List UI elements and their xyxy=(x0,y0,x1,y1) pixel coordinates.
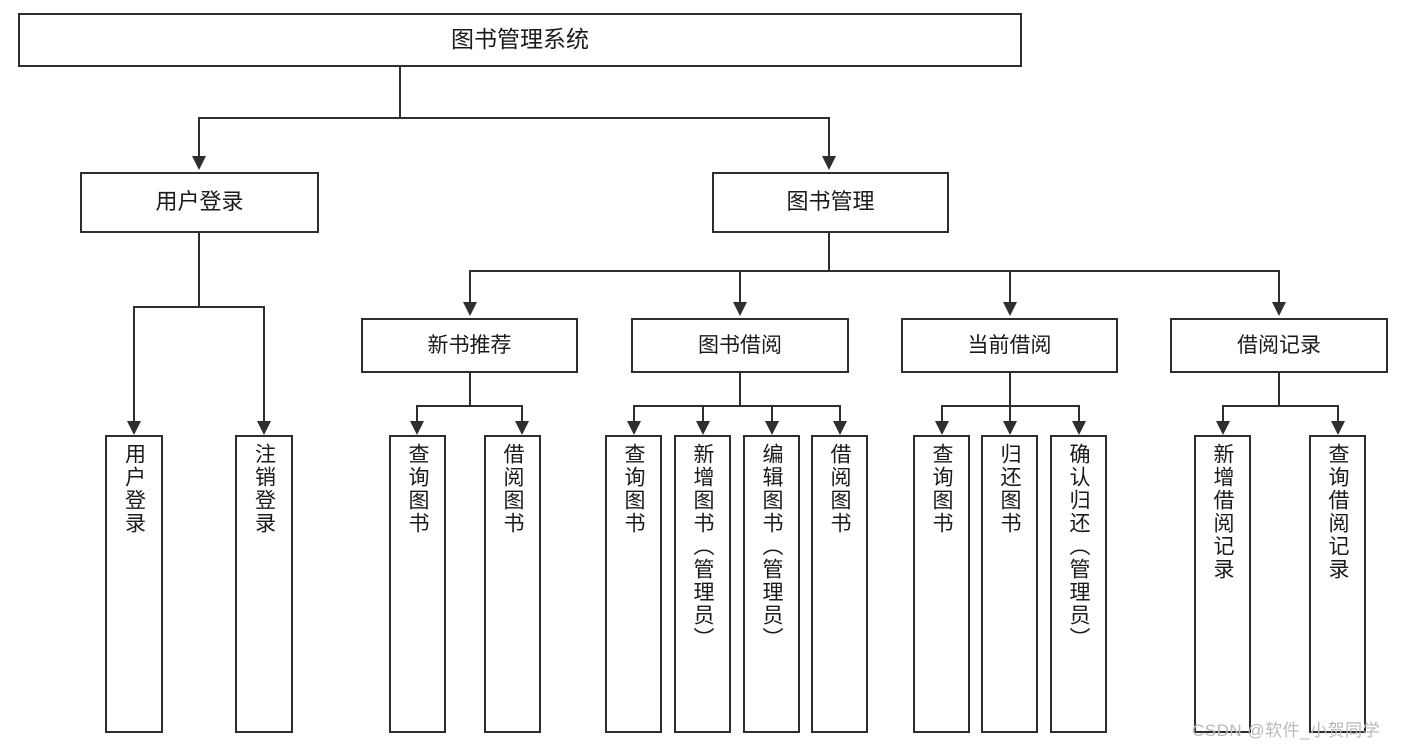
node-user-login[interactable]: 用户登录 xyxy=(80,172,319,233)
node-label: 查询图书 xyxy=(406,443,429,535)
connector-drop-br-leaf-2 xyxy=(1337,405,1339,421)
connector-drop-bb-leaf-3 xyxy=(771,405,773,421)
leaf-borrow-book[interactable]: 借阅图书 xyxy=(811,435,868,733)
leaf-return-book[interactable]: 归还图书 xyxy=(981,435,1038,733)
node-label: 归还图书 xyxy=(998,443,1021,535)
node-label: 新增图书（管理员） xyxy=(691,443,714,650)
leaf-confirm-return-admin[interactable]: 确认归还（管理员） xyxy=(1050,435,1107,733)
connector-drop-book-management xyxy=(828,117,830,156)
arrowhead-nb-leaf-1 xyxy=(410,421,424,435)
arrowhead-user-login-leaf-2 xyxy=(257,421,271,435)
connector-book-management-stem xyxy=(828,233,830,271)
connector-level2-bus xyxy=(198,117,830,119)
arrowhead-user-login xyxy=(192,156,206,170)
leaf-edit-book-admin[interactable]: 编辑图书（管理员） xyxy=(743,435,800,733)
csdn-watermark: CSDN @软件_小贺同学 xyxy=(1192,721,1381,740)
leaf-query-borrow-record[interactable]: 查询借阅记录 xyxy=(1309,435,1366,733)
leaf-add-borrow-record[interactable]: 新增借阅记录 xyxy=(1194,435,1251,733)
connector-new-book-bus xyxy=(416,405,523,407)
node-book-management[interactable]: 图书管理 xyxy=(712,172,949,233)
arrowhead-new-book xyxy=(463,302,477,316)
node-label: 用户登录 xyxy=(122,443,146,535)
connector-drop-new-book xyxy=(469,270,471,302)
node-label: 查询图书 xyxy=(930,443,953,535)
arrowhead-current-borrow xyxy=(1003,302,1017,316)
arrowhead-bb-leaf-1 xyxy=(627,421,641,435)
connector-drop-user-login-leaf-1 xyxy=(133,306,135,421)
node-label: 用户登录 xyxy=(155,189,244,215)
connector-drop-user-login xyxy=(198,117,200,156)
leaf-query-book-borrow[interactable]: 查询图书 xyxy=(605,435,662,733)
leaf-query-book-recommend[interactable]: 查询图书 xyxy=(389,435,446,733)
connector-drop-bb-leaf-4 xyxy=(839,405,841,421)
node-label: 注销登录 xyxy=(252,443,276,535)
connector-borrow-record-bus xyxy=(1222,405,1339,407)
leaf-add-book-admin[interactable]: 新增图书（管理员） xyxy=(674,435,731,733)
connector-drop-br-leaf-1 xyxy=(1222,405,1224,421)
leaf-query-book-current[interactable]: 查询图书 xyxy=(913,435,970,733)
arrowhead-cb-leaf-1 xyxy=(935,421,949,435)
node-label: 查询图书 xyxy=(622,443,645,535)
node-label: 查询借阅记录 xyxy=(1326,443,1349,581)
node-book-management-system[interactable]: 图书管理系统 xyxy=(18,13,1022,67)
connector-user-login-bus xyxy=(133,306,265,308)
node-label: 图书管理 xyxy=(786,189,875,215)
connector-drop-cb-leaf-3 xyxy=(1078,405,1080,421)
node-label: 新增借阅记录 xyxy=(1211,443,1234,581)
connector-drop-nb-leaf-1 xyxy=(416,405,418,421)
connector-book-borrow-bus xyxy=(633,405,840,407)
node-label: 借阅图书 xyxy=(501,443,524,535)
node-book-borrow[interactable]: 图书借阅 xyxy=(631,318,849,373)
leaf-user-logout[interactable]: 注销登录 xyxy=(235,435,293,733)
node-current-borrow[interactable]: 当前借阅 xyxy=(901,318,1118,373)
connector-drop-nb-leaf-2 xyxy=(521,405,523,421)
arrowhead-bb-leaf-4 xyxy=(833,421,847,435)
leaf-user-login[interactable]: 用户登录 xyxy=(105,435,163,733)
connector-user-login-stem xyxy=(198,233,200,307)
arrowhead-br-leaf-2 xyxy=(1331,421,1345,435)
arrowhead-bb-leaf-2 xyxy=(696,421,710,435)
node-label: 编辑图书（管理员） xyxy=(760,443,783,650)
node-label: 新书推荐 xyxy=(427,333,512,357)
connector-drop-bb-leaf-1 xyxy=(633,405,635,421)
connector-drop-cb-leaf-2 xyxy=(1009,405,1011,421)
connector-drop-user-login-leaf-2 xyxy=(263,306,265,421)
arrowhead-bb-leaf-3 xyxy=(765,421,779,435)
connector-drop-cb-leaf-1 xyxy=(941,405,943,421)
arrowhead-book-borrow xyxy=(733,302,747,316)
leaf-borrow-book-recommend[interactable]: 借阅图书 xyxy=(484,435,541,733)
arrowhead-book-management xyxy=(822,156,836,170)
node-label: 图书管理系统 xyxy=(451,26,589,53)
arrowhead-br-leaf-1 xyxy=(1216,421,1230,435)
connector-drop-borrow-record xyxy=(1278,270,1280,302)
connector-drop-bb-leaf-2 xyxy=(702,405,704,421)
node-label: 图书借阅 xyxy=(698,333,782,357)
connector-drop-current-borrow xyxy=(1009,270,1011,302)
connector-current-borrow-stem xyxy=(1009,373,1011,406)
connector-new-book-stem xyxy=(469,373,471,406)
connector-drop-book-borrow xyxy=(739,270,741,302)
connector-root-stem xyxy=(399,67,401,118)
node-label: 借阅图书 xyxy=(828,443,851,535)
arrowhead-nb-leaf-2 xyxy=(515,421,529,435)
connector-level3-bus xyxy=(469,270,1280,272)
node-borrow-record[interactable]: 借阅记录 xyxy=(1170,318,1388,373)
node-label: 确认归还（管理员） xyxy=(1067,443,1090,650)
node-label: 借阅记录 xyxy=(1237,333,1321,357)
node-new-book-recommend[interactable]: 新书推荐 xyxy=(361,318,578,373)
node-label: 当前借阅 xyxy=(967,333,1052,357)
arrowhead-cb-leaf-2 xyxy=(1003,421,1017,435)
arrowhead-borrow-record xyxy=(1272,302,1286,316)
arrowhead-user-login-leaf-1 xyxy=(127,421,141,435)
arrowhead-cb-leaf-3 xyxy=(1072,421,1086,435)
connector-borrow-record-stem xyxy=(1278,373,1280,406)
connector-book-borrow-stem xyxy=(739,373,741,406)
